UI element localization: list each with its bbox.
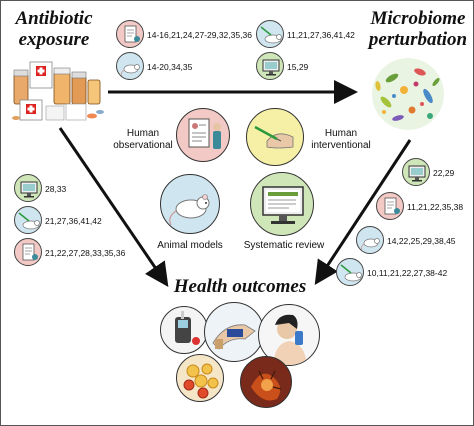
arrow-exposure-to-health (58, 127, 169, 287)
refs-left-systematic-review: 28,33 (45, 184, 67, 194)
label-human-int-line2: interventional (311, 140, 371, 151)
refs-top-systematic-review: 15,29 (287, 62, 309, 72)
injection-icon (14, 206, 42, 234)
refs-top-human-observational: 14-16,21,24,27-29,32,35,36 (147, 30, 252, 40)
arrow-microbiome-to-health (314, 139, 412, 286)
computer-monitor-icon (256, 52, 284, 80)
systematic-review-circle (250, 172, 314, 236)
title-exposure-line2: exposure (18, 29, 90, 50)
clinical-record-icon (376, 192, 404, 220)
asthma-inhaler-icon (258, 304, 320, 366)
label-animal-models: Animal models (157, 240, 223, 251)
label-human-int-line1: Human (324, 128, 358, 139)
title-antibiotic-exposure: Antibiotic exposure (2, 8, 106, 50)
label-human-observational: Human observational (110, 128, 176, 152)
refs-right-systematic-review: 22,29 (433, 168, 455, 178)
label-human-obs-line1: Human (126, 128, 160, 139)
clinical-record-icon (188, 118, 221, 149)
refs-left-human-interventional: 21,27,36,41,42 (45, 216, 102, 226)
computer-monitor-icon (402, 158, 430, 186)
refs-right-animal: 14,22,25,29,38,45 (387, 236, 456, 246)
glucose-meter-icon (160, 306, 208, 354)
human-observational-circle (176, 108, 230, 162)
human-interventional-circle (246, 108, 304, 166)
inflamed-tissue-icon (240, 356, 292, 408)
refs-right-human-observational: 11,21,22,35,38 (407, 202, 464, 212)
computer-monitor-icon (262, 186, 304, 224)
animal-models-circle (160, 174, 220, 234)
injection-icon (336, 258, 364, 286)
title-microbiome-perturbation: Microbiome perturbation (362, 8, 474, 50)
refs-top-animal: 14-20,34,35 (147, 62, 193, 72)
title-microbiome-line1: Microbiome (370, 8, 466, 29)
label-human-interventional: Human interventional (306, 128, 376, 152)
fat-cells-icon (176, 354, 224, 402)
injury-icon (204, 302, 264, 362)
rat-icon (169, 194, 210, 226)
title-exposure-line1: Antibiotic (15, 8, 93, 29)
label-human-obs-line2: observational (113, 140, 173, 151)
clinical-record-icon (116, 20, 144, 48)
title-microbiome-line2: perturbation (368, 29, 468, 50)
label-systematic-review: Systematic review (243, 240, 325, 251)
computer-monitor-icon (14, 174, 42, 202)
title-health-outcomes: Health outcomes (173, 276, 307, 297)
pill-bottles-icon (12, 61, 104, 121)
rat-icon (356, 226, 384, 254)
clinical-record-icon (14, 238, 42, 266)
refs-right-human-interventional: 10,11,21,22,27,38-42 (367, 268, 448, 278)
rat-icon (116, 52, 144, 80)
refs-left-human-observational: 21,22,27,28,33,35,36 (45, 248, 126, 258)
injection-icon (254, 125, 294, 149)
injection-icon (256, 20, 284, 48)
refs-top-human-interventional: 11,21,27,36,41,42 (287, 30, 355, 40)
